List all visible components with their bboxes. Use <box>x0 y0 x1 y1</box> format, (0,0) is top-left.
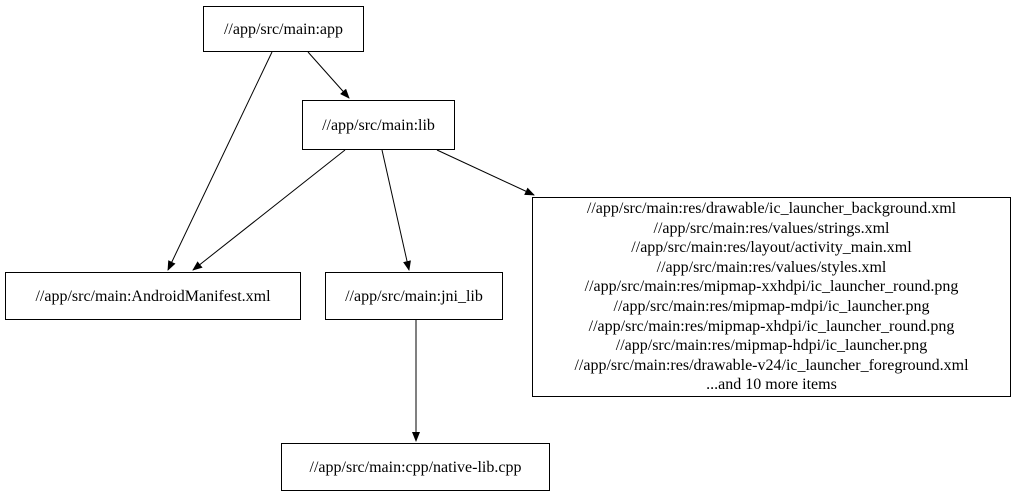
resource-file-label: //app/src/main:res/drawable-v24/ic_launc… <box>574 356 969 374</box>
resource-file-label: //app/src/main:res/layout/activity_main.… <box>631 239 912 257</box>
node-lib: //app/src/main:lib <box>302 100 455 150</box>
node-native-lib-cpp: //app/src/main:cpp/native-lib.cpp <box>281 443 550 491</box>
node-native-lib-cpp-label: //app/src/main:cpp/native-lib.cpp <box>309 458 522 476</box>
resource-file-label: //app/src/main:res/values/styles.xml <box>656 258 887 276</box>
edge-lib-to-jni-lib <box>381 149 411 271</box>
node-lib-label: //app/src/main:lib <box>322 116 435 134</box>
resource-file-label: //app/src/main:res/mipmap-xhdpi/ic_launc… <box>588 317 955 335</box>
resource-file-label: //app/src/main:res/values/strings.xml <box>653 219 890 237</box>
resource-file-label: //app/src/main:res/drawable/ic_launcher_… <box>586 200 957 218</box>
resources-more-items-label: ...and 10 more items <box>706 376 837 394</box>
node-app-label: //app/src/main:app <box>223 20 344 38</box>
edge-app-to-lib <box>307 51 350 99</box>
node-android-manifest: //app/src/main:AndroidManifest.xml <box>5 272 301 320</box>
edge-app-to-android-manifest <box>167 51 273 271</box>
node-jni-lib: //app/src/main:jni_lib <box>325 272 503 320</box>
resource-file-label: //app/src/main:res/mipmap-xxhdpi/ic_laun… <box>584 278 959 296</box>
node-resources-group: //app/src/main:res/drawable/ic_launcher_… <box>532 197 1011 397</box>
resource-file-label: //app/src/main:res/mipmap-mdpi/ic_launch… <box>613 298 930 315</box>
resource-file-label: //app/src/main:res/mipmap-hdpi/ic_launch… <box>615 337 928 355</box>
edge-lib-to-resources <box>436 149 535 196</box>
edge-lib-to-android-manifest <box>192 149 346 271</box>
node-app: //app/src/main:app <box>203 6 364 52</box>
node-android-manifest-label: //app/src/main:AndroidManifest.xml <box>35 287 271 305</box>
node-jni-lib-label: //app/src/main:jni_lib <box>345 287 483 305</box>
